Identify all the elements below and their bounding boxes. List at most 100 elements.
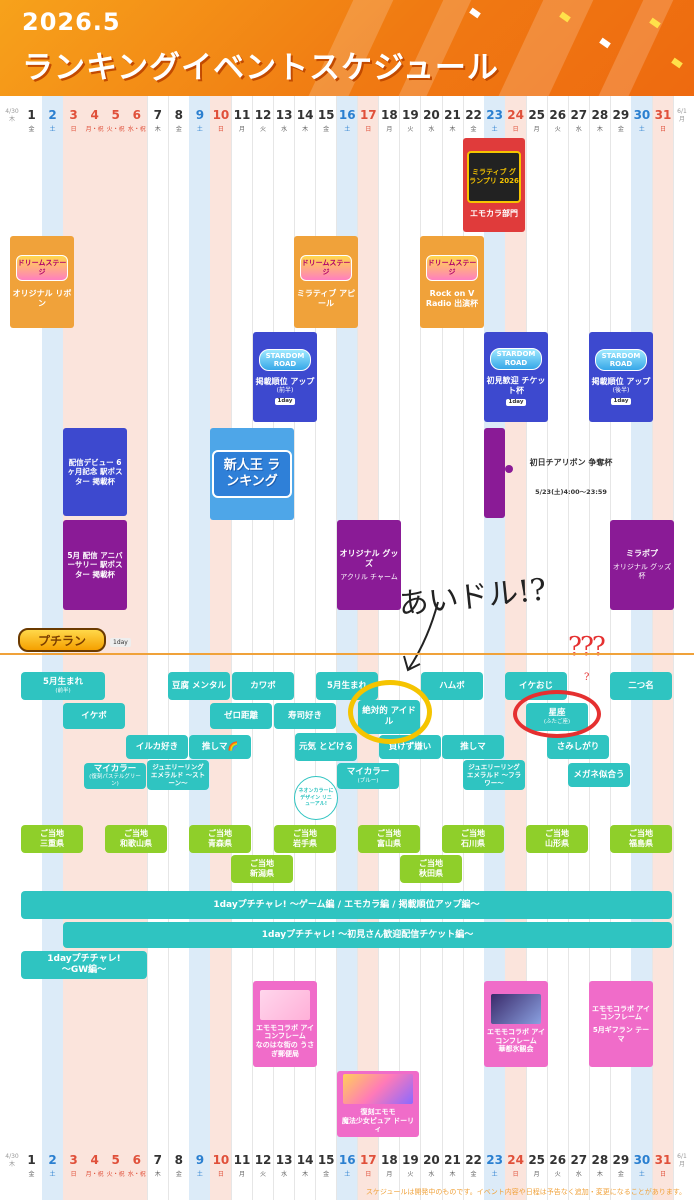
item-label: ゼロ距離 xyxy=(223,710,258,721)
day-number: 1 xyxy=(27,108,36,122)
grandprix-logo: ミラティブ グランプリ 2026 xyxy=(467,151,521,203)
dream-stage-event-3[interactable]: ドリームステージ Rock on V Radio 出演杯 xyxy=(420,236,484,328)
day-of-week: 日 xyxy=(512,126,519,133)
day-number: 6 xyxy=(132,1153,141,1167)
event-label: オリジナル リボン xyxy=(12,289,72,308)
pure-oshima-2[interactable]: 推しマ xyxy=(442,735,504,759)
gochi-prefix: ご当地 xyxy=(377,829,401,838)
gochi-prefix: ご当地 xyxy=(461,829,485,838)
gochi-aomori[interactable]: ご当地青森県 xyxy=(189,825,251,853)
pure-may-birth-1[interactable]: 5月生まれ(前半) xyxy=(21,672,105,700)
day-of-week: 火 xyxy=(407,1171,414,1178)
gochi-pref: 新潟県 xyxy=(250,869,274,878)
red-question-small: ? xyxy=(584,672,590,683)
item-label: さみしがり xyxy=(556,741,600,752)
day-column xyxy=(126,96,148,1200)
gochi-wakayama[interactable]: ご当地和歌山県 xyxy=(105,825,167,853)
cheer-ribbon-bar[interactable] xyxy=(484,428,505,518)
gochi-mie[interactable]: ご当地三重県 xyxy=(21,825,83,853)
gochi-prefix: ご当地 xyxy=(419,859,443,868)
day-divider xyxy=(673,96,675,1200)
stardom-road-event-2[interactable]: STARDOM ROAD 初見歓迎 チケット杯 1day xyxy=(484,332,548,422)
gochi-prefix: ご当地 xyxy=(629,829,653,838)
event-label: オリジナル グッズ xyxy=(339,548,399,568)
pure-tofu-mental[interactable]: 豆腐 メンタル xyxy=(168,672,230,700)
petit-challenge-banner-2[interactable]: 1dayプチチャレ! ～初見さん歓迎配信チケット編～ xyxy=(63,922,672,948)
pure-kawabo[interactable]: カワボ xyxy=(232,672,294,700)
gochi-akita[interactable]: ご当地秋田県 xyxy=(400,855,462,883)
debut-poster-event[interactable]: 配信デビュー 6ヶ月記念 駅ポスター 掲載杯 xyxy=(63,428,127,516)
stardom-road-event-1[interactable]: STARDOM ROAD 掲載順位 アップ (前半) 1day xyxy=(253,332,317,422)
gochi-iwate[interactable]: ご当地岩手県 xyxy=(274,825,336,853)
pure-ranking-divider xyxy=(0,653,694,655)
dream-stage-event-1[interactable]: ドリームステージ オリジナル リボン xyxy=(10,236,74,328)
day-of-week: 土 xyxy=(49,126,56,133)
gochi-niigata[interactable]: ご当地新潟県 xyxy=(231,855,293,883)
stardom-road-event-3[interactable]: STARDOM ROAD 掲載順位 アップ (後半) 1day xyxy=(589,332,653,422)
day-of-week: 水 xyxy=(281,126,288,133)
pure-megane[interactable]: メガネ似合う xyxy=(568,763,630,787)
pure-futatsuna[interactable]: 二つ名 xyxy=(610,672,672,700)
day-number: 26 xyxy=(549,1153,567,1167)
pure-genki[interactable]: 元気 とどける xyxy=(295,733,357,761)
gochi-pref: 山形県 xyxy=(545,839,569,848)
day-of-week: 月 xyxy=(386,1171,393,1178)
petit-challenge-gw-banner[interactable]: 1dayプチチャレ! ～GW編～ xyxy=(21,951,147,979)
pure-zero-kyori[interactable]: ゼロ距離 xyxy=(210,703,272,729)
shinjin-logo: 新人王 ランキング xyxy=(212,449,292,499)
day-number: 6 xyxy=(132,108,141,122)
day-column xyxy=(652,96,674,1200)
pure-hamubo[interactable]: ハムボ xyxy=(421,672,483,700)
gochi-fukushima[interactable]: ご当地福島県 xyxy=(610,825,672,853)
pure-sushi[interactable]: 寿司好き xyxy=(274,703,336,729)
pure-ranking-logo: プチラン xyxy=(18,628,106,652)
pure-mycolor-1[interactable]: マイカラー(復刻パステルグリーン) xyxy=(84,763,146,789)
gochi-yamagata[interactable]: ご当地山形県 xyxy=(526,825,588,853)
pure-samishigari[interactable]: さみしがり xyxy=(547,735,609,759)
day-number: 7 xyxy=(153,1153,162,1167)
gochi-toyama[interactable]: ご当地富山県 xyxy=(358,825,420,853)
event-label: 掲載順位 アップ xyxy=(255,377,315,387)
revival-emomo[interactable]: 復刻エモモ 魔法少女ピュア ドーリィ xyxy=(337,1071,419,1137)
emomo-collab-1[interactable]: エモモコラボ アイコンフレーム なのはな街の うさぎ郵便局 xyxy=(253,981,317,1067)
day-divider xyxy=(609,96,611,1200)
day-divider xyxy=(462,96,464,1200)
day-number: 27 xyxy=(570,1153,588,1167)
collab-name: 5月ギフラン テーマ xyxy=(592,1026,650,1043)
day-of-week: 日 xyxy=(512,1171,519,1178)
handwritten-arrow xyxy=(403,601,439,672)
gochi-ishikawa[interactable]: ご当地石川県 xyxy=(442,825,504,853)
pure-oshima-1[interactable]: 推しマ🌈 xyxy=(189,735,251,759)
gochi-pref: 岩手県 xyxy=(293,839,317,848)
day-number: 26 xyxy=(549,108,567,122)
item-label: イケボ xyxy=(81,710,107,721)
day-number: 27 xyxy=(570,108,588,122)
gochi-prefix: ご当地 xyxy=(124,829,148,838)
emomo-collab-2[interactable]: エモモコラボ アイコンフレーム 華都氷観会 xyxy=(484,981,548,1067)
mirapop-event[interactable]: ミラポプ オリジナル グッズ杯 xyxy=(610,520,674,610)
gochi-pref: 石川県 xyxy=(461,839,485,848)
day-of-week: 金 xyxy=(28,1171,35,1178)
day-of-week: 木 xyxy=(596,1171,603,1178)
item-sub: (前半) xyxy=(55,687,71,694)
original-goods-event[interactable]: オリジナル グッズ アクリル チャーム xyxy=(337,520,401,610)
day-number: 30 xyxy=(633,1153,651,1167)
anniversary-poster-event[interactable]: 5月 配信 アニバーサリー 駅ポスター 掲載杯 xyxy=(63,520,127,610)
emomo-collab-3[interactable]: エモモコラボ アイコンフレーム 5月ギフラン テーマ xyxy=(589,981,653,1067)
pure-mycolor-2[interactable]: マイカラー(ブルー) xyxy=(337,763,399,789)
cheer-dot xyxy=(505,465,513,473)
pure-ranking-badge: 1day xyxy=(110,638,131,647)
pure-iruka[interactable]: イルカ好き xyxy=(126,735,188,759)
day-number: 23 xyxy=(486,1153,503,1167)
pure-jewel-stone[interactable]: ジュエリーリング エメラルド ～ストーン～ xyxy=(147,760,209,790)
shinjin-ranking-event[interactable]: 新人王 ランキング xyxy=(210,428,294,520)
pure-jewel-flower[interactable]: ジュエリーリング エメラルド ～フラワー～ xyxy=(463,760,525,790)
mirativ-grandprix-event[interactable]: ミラティブ グランプリ 2026 エモカラ部門 xyxy=(463,138,525,232)
pure-ikebo[interactable]: イケボ xyxy=(63,703,125,729)
dream-stage-event-2[interactable]: ドリームステージ ミラティブ アピール xyxy=(294,236,358,328)
petit-challenge-banner-1[interactable]: 1dayプチチャレ! ～ゲーム編 / エモカラ編 / 掲載順位アップ編～ xyxy=(21,891,672,919)
day-column xyxy=(232,96,253,1200)
day-number: 11 xyxy=(233,108,251,122)
day-of-week: 月・祝 xyxy=(85,126,104,133)
gochi-pref: 和歌山県 xyxy=(120,839,152,848)
